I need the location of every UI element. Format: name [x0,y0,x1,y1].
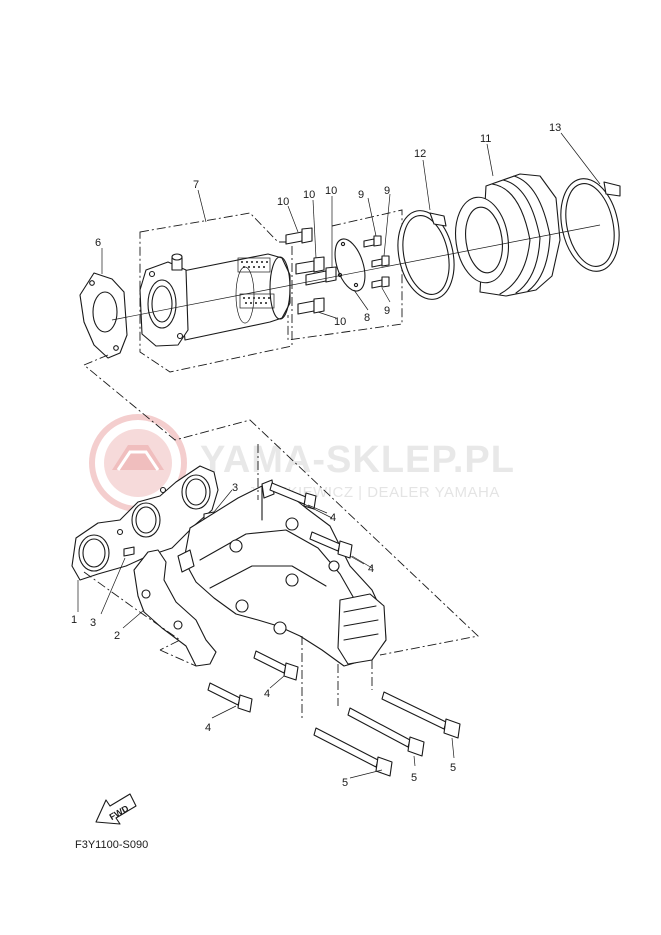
muffler-body [139,253,291,347]
bolt-4-b [309,531,353,559]
perforation-pattern [237,257,275,309]
callout-8: 8 [364,312,370,324]
exhaust-manifold [177,479,387,667]
frame-cover-group [287,209,403,341]
callout-10-b: 10 [303,189,315,201]
bolt-10-d [297,297,325,315]
callout-4-d: 4 [205,722,211,734]
callout-5-c: 5 [450,762,456,774]
rubber-hose [455,173,561,297]
cover-plate [334,238,366,292]
callout-7: 7 [193,179,199,191]
callout-6: 6 [95,237,101,249]
callout-10-d: 10 [334,316,346,328]
watermark: YAMA-SKLEP.PL JUSZKIEWICZ | DEALER YAMAH… [89,414,515,512]
callout-9-b: 9 [384,185,390,197]
callout-4-b: 4 [368,563,374,575]
watermark-title: YAMA-SKLEP.PL [200,439,515,481]
leader-lines [77,132,601,779]
long-bolt-5-a [313,727,393,777]
callout-12: 12 [414,148,426,160]
long-bolt-5-c [381,691,461,739]
bolt-4-d [207,682,253,713]
long-bolt-5-b [347,707,425,757]
diagram-code: F3Y1100-S090 [75,839,148,851]
axis-line-upper [111,224,601,321]
callout-3-upper: 3 [232,482,238,494]
forward-arrow-icon: FWD [95,793,137,825]
callout-1: 1 [71,614,77,626]
callout-labels: 1 2 3 3 4 4 4 4 4 5 5 5 6 7 8 9 9 9 10 1… [71,122,561,789]
screws-9 [363,235,390,289]
callout-5-b: 5 [411,772,417,784]
bolt-10-a [285,227,313,245]
connector-dash-left [83,354,479,656]
frame-muffler-group [139,212,293,373]
callout-4-c: 4 [264,688,270,700]
callout-10-a: 10 [277,196,289,208]
callout-11: 11 [480,133,491,145]
hose-clamp-13 [560,178,621,272]
bolt-10-b [295,256,325,275]
callout-10-c: 10 [325,185,337,197]
bracket [133,549,217,667]
callout-4-a: 4 [330,512,336,524]
bolt-4-c [253,650,299,681]
hose-clamp-12 [397,210,455,300]
callout-2: 2 [114,630,120,642]
axis-lines-lower [83,444,373,720]
callout-5-a: 5 [342,777,348,789]
callout-9-c: 9 [384,305,390,317]
manifold-gasket [71,465,219,581]
callout-13: 13 [549,122,561,134]
callout-3-lower: 3 [90,617,96,629]
gasket-upper [79,272,128,359]
callout-9-a: 9 [358,189,364,201]
